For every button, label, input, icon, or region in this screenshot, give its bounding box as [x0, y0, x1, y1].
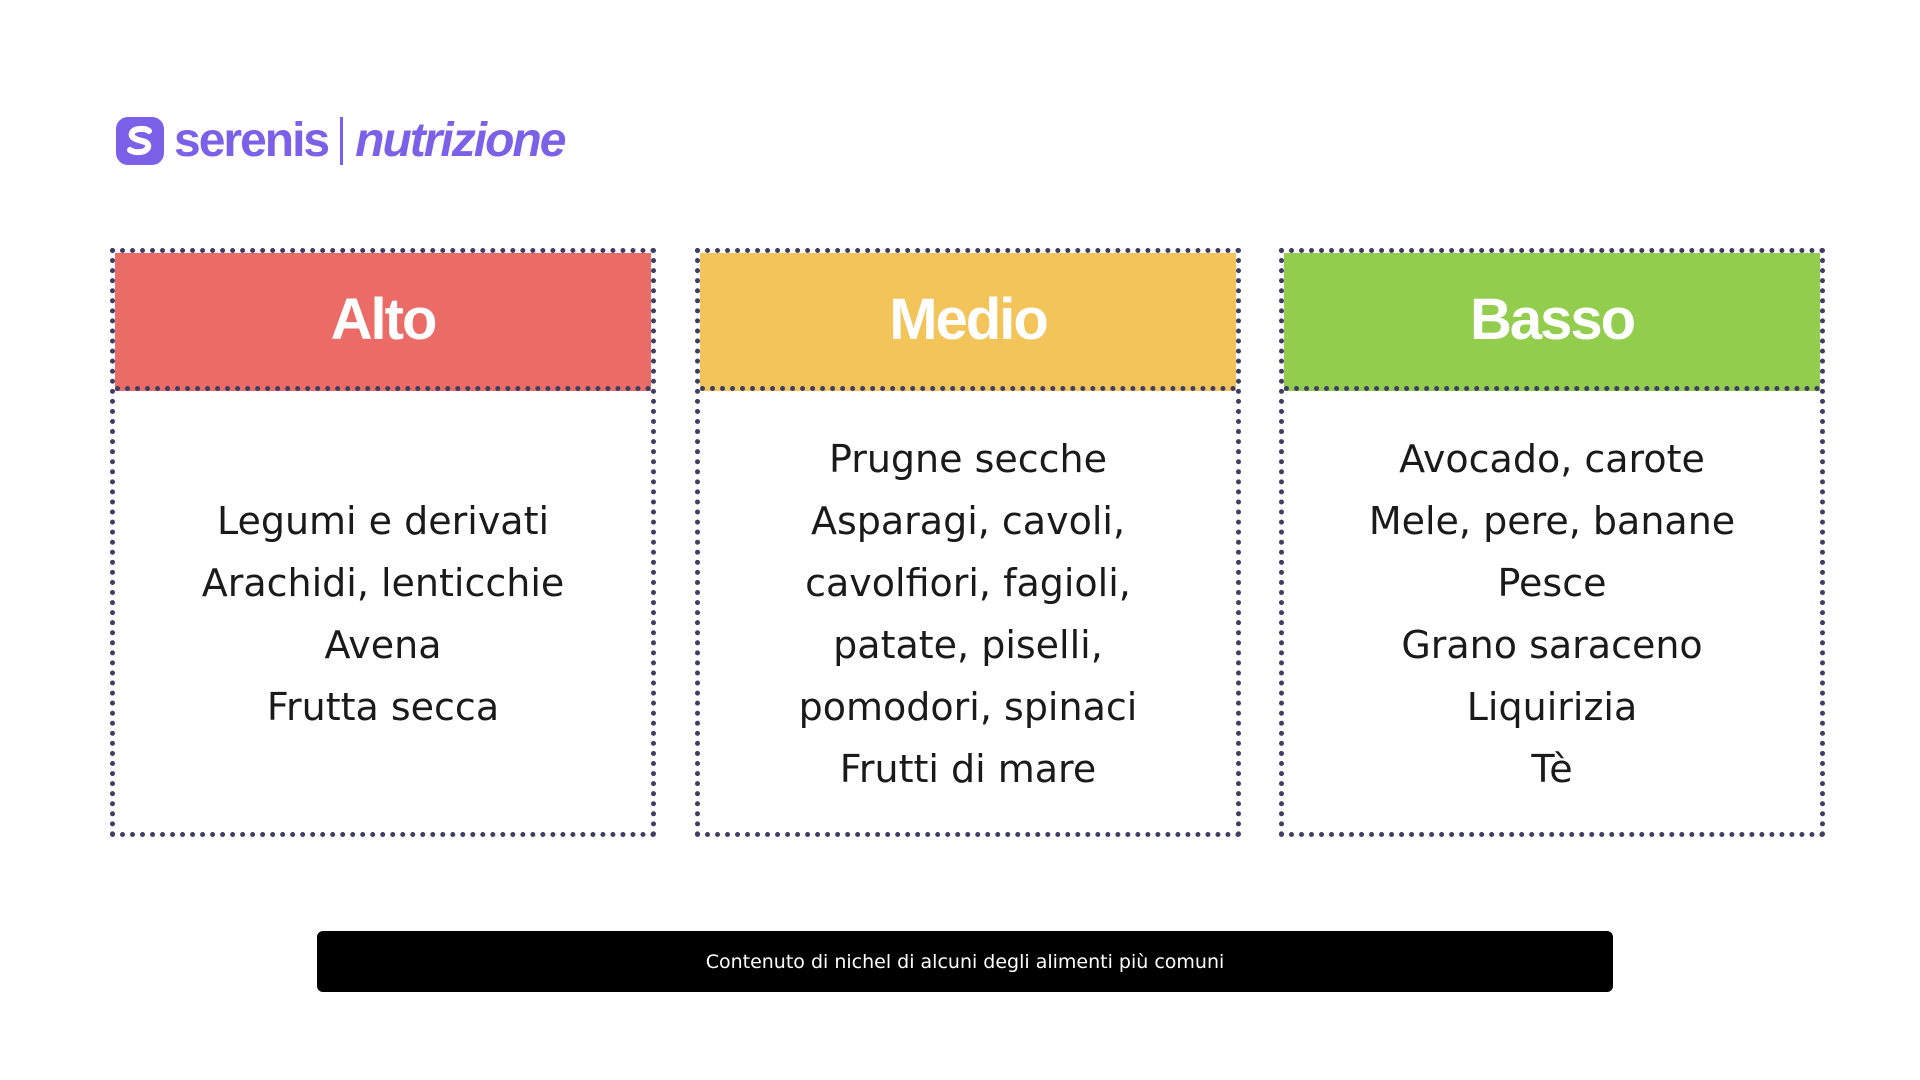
food-item: Mele, pere, banane: [1368, 498, 1736, 543]
food-item: Legumi e derivati: [216, 498, 550, 543]
brand-subtitle: nutrizione: [355, 114, 566, 167]
column-basso: Basso Avocado, carote Mele, pere, banane…: [1279, 248, 1825, 837]
food-item: Arachidi, lenticchie: [201, 560, 565, 605]
food-item: Tè: [1531, 746, 1573, 791]
column-alto: Alto Legumi e derivati Arachidi, lenticc…: [110, 248, 656, 837]
food-item: pomodori, spinaci: [798, 684, 1138, 729]
food-item: Frutta secca: [266, 684, 500, 729]
column-header-medio: Medio: [700, 253, 1236, 391]
food-item: Grano saraceno: [1401, 622, 1703, 667]
food-item: Asparagi, cavoli,: [810, 498, 1126, 543]
food-item: Avocado, carote: [1399, 436, 1705, 481]
column-header-basso: Basso: [1284, 253, 1820, 391]
brand-name: serenis: [174, 114, 330, 167]
column-body-medio: Prugne secche Asparagi, cavoli, cavolfio…: [700, 391, 1236, 834]
column-body-alto: Legumi e derivati Arachidi, lenticchie A…: [115, 391, 651, 834]
food-item: Liquirizia: [1466, 684, 1638, 729]
food-item: Avena: [324, 622, 442, 667]
food-item: Frutti di mare: [839, 746, 1097, 791]
food-item: Pesce: [1497, 560, 1607, 605]
food-item: patate, piselli,: [833, 622, 1103, 667]
brand-logo: serenis nutrizione: [116, 113, 566, 169]
column-body-basso: Avocado, carote Mele, pere, banane Pesce…: [1284, 391, 1820, 834]
column-header-alto: Alto: [115, 253, 651, 391]
food-item: Prugne secche: [828, 436, 1108, 481]
caption-bar: Contenuto di nichel di alcuni degli alim…: [317, 931, 1613, 992]
column-medio: Medio Prugne secche Asparagi, cavoli, ca…: [695, 248, 1241, 837]
food-item: cavolfiori, fagioli,: [805, 560, 1131, 605]
brand-separator: [340, 117, 344, 165]
serenis-s-logo-icon: [116, 117, 164, 165]
